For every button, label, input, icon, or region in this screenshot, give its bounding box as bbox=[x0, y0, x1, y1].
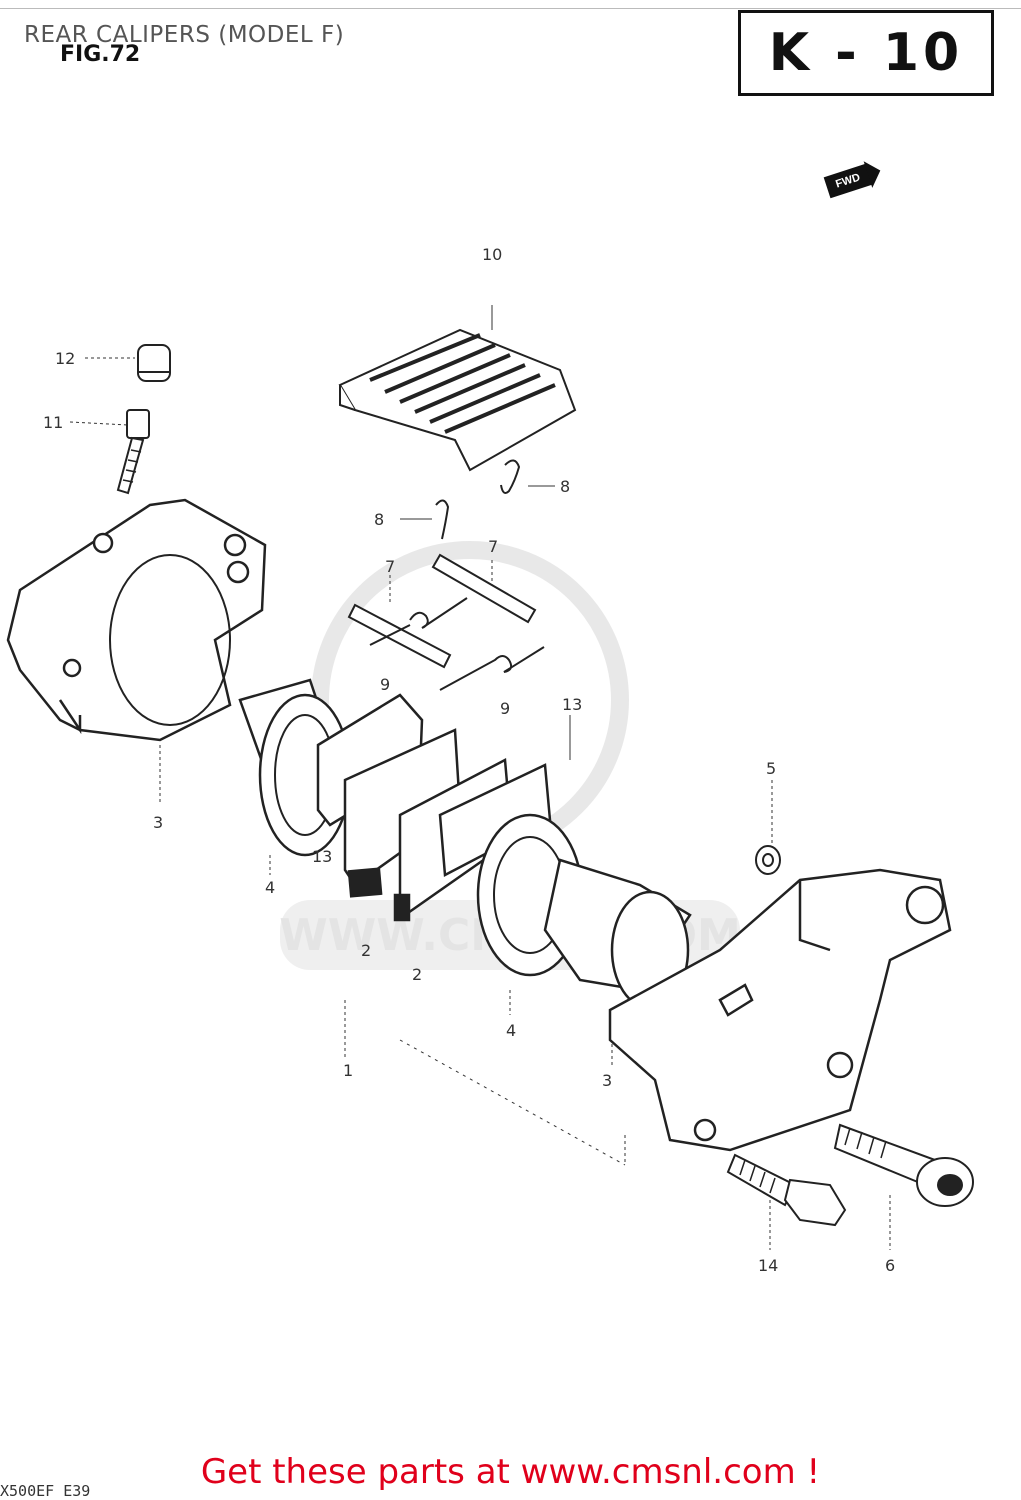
callout-14: 14 bbox=[758, 1256, 778, 1275]
model-code: X500EF E39 bbox=[0, 1482, 91, 1500]
part-mounting-bolt bbox=[726, 1153, 847, 1227]
callout-6: 6 bbox=[885, 1256, 895, 1275]
reference-code-box: K - 10 bbox=[738, 10, 994, 96]
callout-11: 11 bbox=[43, 413, 63, 432]
callout-10: 10 bbox=[482, 245, 502, 264]
callout-5: 5 bbox=[766, 759, 776, 778]
part-washer bbox=[755, 845, 781, 875]
callout-8-left: 8 bbox=[374, 510, 384, 529]
part-left-caliper-body bbox=[6, 498, 267, 742]
callouts: 10 12 11 8 8 7 7 9 9 13 13 3 3 4 4 5 2 2… bbox=[43, 245, 895, 1275]
part-pad-spring-plate bbox=[338, 328, 577, 472]
part-bleeder-valve bbox=[116, 409, 150, 495]
callout-9-left: 9 bbox=[380, 675, 390, 694]
part-pad-springs bbox=[369, 597, 545, 691]
callout-12: 12 bbox=[55, 349, 75, 368]
callout-2-right: 2 bbox=[412, 965, 422, 984]
callout-4-left: 4 bbox=[265, 878, 275, 897]
callout-7-left: 7 bbox=[385, 557, 395, 576]
figure-number: FIG.72 bbox=[60, 42, 141, 67]
page-title: REAR CALIPERS (MODEL F) bbox=[24, 22, 345, 48]
callout-3-right: 3 bbox=[602, 1071, 612, 1090]
callout-3-left: 3 bbox=[153, 813, 163, 832]
callout-13-left: 13 bbox=[312, 847, 332, 866]
callout-9-right: 9 bbox=[500, 699, 510, 718]
callout-2-left: 2 bbox=[361, 941, 371, 960]
part-brake-pads bbox=[316, 693, 552, 922]
callout-4-right: 4 bbox=[506, 1021, 516, 1040]
part-pad-pins bbox=[347, 553, 537, 669]
callout-13-right: 13 bbox=[562, 695, 582, 714]
callout-8-right: 8 bbox=[560, 477, 570, 496]
callout-7-right: 7 bbox=[488, 537, 498, 556]
part-socket-bolt bbox=[833, 1123, 974, 1207]
top-rule bbox=[0, 8, 1021, 9]
part-bleeder-cap bbox=[137, 344, 171, 382]
callout-1: 1 bbox=[343, 1061, 353, 1080]
footer-parts-link[interactable]: Get these parts at www.cmsnl.com ! bbox=[200, 1452, 821, 1492]
fwd-label: FWD bbox=[834, 171, 862, 191]
part-right-caliper-body bbox=[608, 868, 952, 1152]
leader-lines bbox=[69, 305, 891, 1250]
part-clips bbox=[435, 459, 521, 540]
